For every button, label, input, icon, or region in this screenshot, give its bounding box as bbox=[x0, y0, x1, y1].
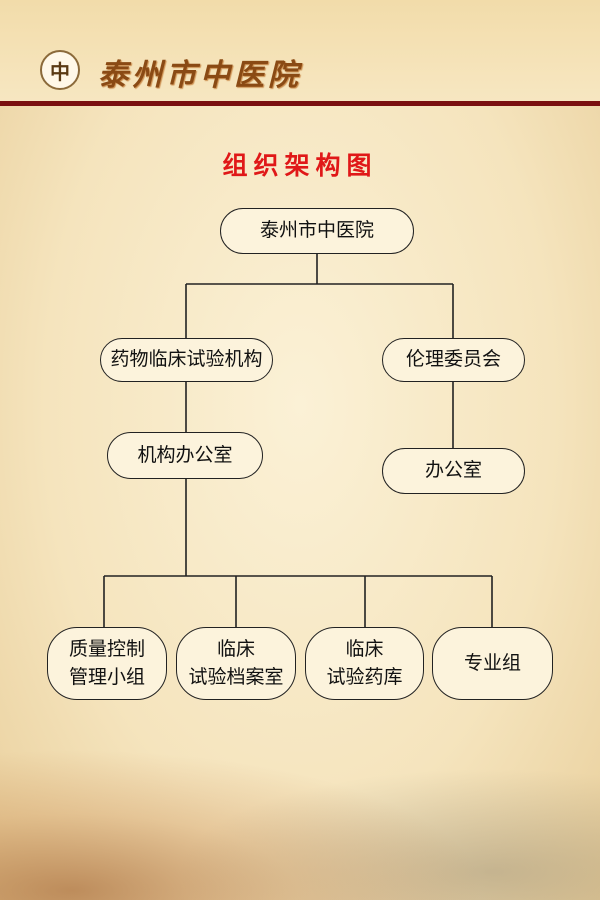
seal-glyph: 中 bbox=[50, 59, 70, 84]
node-ethics-office: 办公室 bbox=[382, 448, 525, 494]
header-divider bbox=[0, 101, 600, 106]
node-institution-office: 机构办公室 bbox=[107, 432, 263, 479]
hospital-seal-logo: 中 bbox=[40, 50, 80, 90]
node-label-line2: 管理小组 bbox=[68, 665, 145, 688]
node-trial-pharmacy: 临床试验药库 bbox=[305, 627, 424, 700]
decorative-background-art bbox=[0, 710, 600, 900]
node-label-line2: 试验药库 bbox=[326, 665, 403, 688]
node-label: 伦理委员会 bbox=[405, 348, 501, 371]
node-label: 泰州市中医院 bbox=[259, 219, 374, 242]
connector-second-level bbox=[185, 382, 454, 448]
node-quality-control: 质量控制管理小组 bbox=[47, 627, 167, 700]
page-title: 组织架构图 bbox=[222, 151, 378, 180]
node-institution: 药物临床试验机构 bbox=[100, 338, 273, 382]
node-label: 办公室 bbox=[424, 459, 482, 482]
node-ethics: 伦理委员会 bbox=[382, 338, 525, 382]
node-label: 机构办公室 bbox=[137, 443, 233, 466]
node-specialty-group: 专业组 bbox=[432, 627, 553, 700]
node-label-line1: 质量控制 bbox=[68, 637, 145, 660]
node-label-line1: 临床 bbox=[345, 637, 384, 660]
node-label: 药物临床试验机构 bbox=[110, 348, 263, 371]
node-label: 专业组 bbox=[463, 651, 521, 674]
node-label-line1: 临床 bbox=[216, 637, 255, 660]
node-label-line2: 试验档案室 bbox=[188, 665, 284, 688]
header-band bbox=[0, 0, 600, 104]
hospital-logo-text: 泰州市中医院 bbox=[98, 58, 302, 93]
node-root: 泰州市中医院 bbox=[220, 208, 414, 254]
node-trial-archive: 临床试验档案室 bbox=[176, 627, 296, 700]
connector-root bbox=[185, 254, 454, 338]
connector-bottom bbox=[103, 479, 493, 627]
